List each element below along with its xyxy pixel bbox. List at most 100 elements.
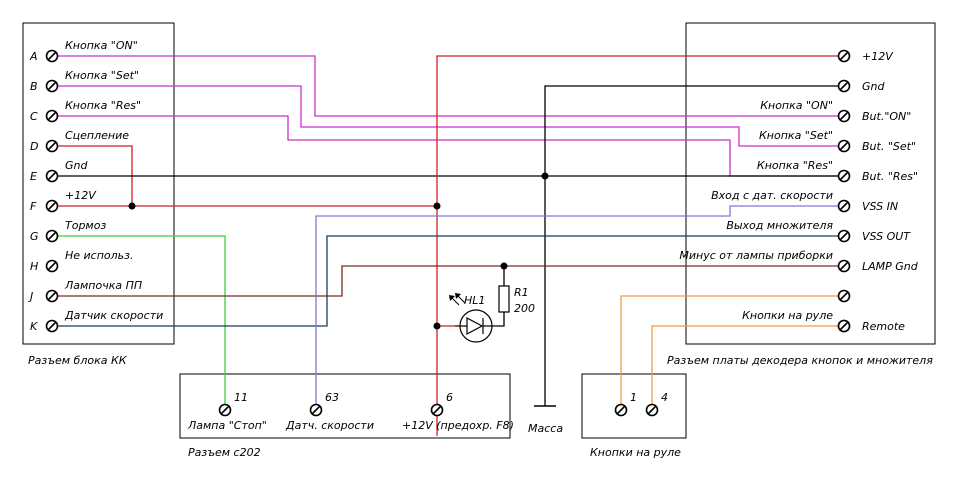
kk-pin-terminal-icon: [45, 199, 59, 213]
decoder-pin-terminal-icon: [837, 199, 851, 213]
decoder-pin-terminal-icon: [837, 49, 851, 63]
resistor-value: 200: [514, 302, 535, 315]
c202-pin-label: +12V (предохр. F8): [402, 419, 514, 432]
decoder-pin-inner-label: Выход множителя: [726, 219, 833, 232]
junction-12v-main: [433, 202, 441, 210]
c202-pin-number: 11: [234, 391, 248, 404]
junction-lamp: [500, 262, 508, 270]
kk-pin-letter: C: [30, 110, 38, 123]
c202-connector-box: [179, 373, 511, 439]
c202-pin-number: 63: [325, 391, 339, 404]
wire-resistor-lower: [497, 312, 505, 327]
decoder-pin-outer-label: VSS OUT: [862, 230, 911, 243]
kk-pin-terminal-icon: [45, 229, 59, 243]
kk-pin-label: Кнопка "Set": [65, 69, 139, 82]
wire-c202-speed: [315, 205, 840, 404]
kk-pin-letter: F: [30, 200, 37, 213]
wheel-pin-number: 1: [630, 391, 637, 404]
decoder-pin-terminal-icon: [837, 79, 851, 93]
kk-pin-terminal-icon: [45, 79, 59, 93]
decoder-pin-outer-label: Remote: [862, 320, 905, 333]
wire-kk-a-to-but-on: [52, 55, 840, 117]
resistor-name: R1: [514, 286, 529, 299]
kk-pin-label: +12V: [65, 189, 97, 202]
decoder-pin-terminal-icon: [837, 319, 851, 333]
kk-pin-letter: E: [30, 170, 37, 183]
kk-pin-terminal-icon: [45, 259, 59, 273]
kk-title: Разъем блока КК: [28, 354, 128, 367]
wire-kk-k-speed: [52, 235, 840, 327]
led-hl1: [449, 293, 497, 343]
decoder-pin-terminal-icon: [837, 229, 851, 243]
wires: [52, 55, 840, 436]
kk-pin-label: Кнопка "ON": [65, 39, 138, 52]
wire-wheel-4: [651, 325, 840, 404]
kk-pin-letter: A: [29, 50, 38, 63]
c202-pin-terminal-icon: [430, 403, 444, 417]
ground-label: Масса: [528, 422, 563, 435]
kk-pin-terminal-icon: [45, 109, 59, 123]
kk-pin-letter: J: [28, 290, 33, 303]
decoder-pin-outer-label: +12V: [862, 50, 894, 63]
kk-pin-terminal-icon: [45, 319, 59, 333]
decoder-pin-inner-label: Кнопки на руле: [742, 309, 833, 322]
decoder-pin-outer-label: But. "Res": [862, 170, 918, 183]
wheel-pin-number: 4: [661, 391, 668, 404]
decoder-pin-terminal-icon: [837, 139, 851, 153]
junction-led: [433, 322, 441, 330]
decoder-pin-inner-label: Вход с дат. скорости: [711, 189, 833, 202]
decoder-pin-outer-label: But. "Set": [862, 140, 916, 153]
kk-pin-letter: B: [30, 80, 38, 93]
kk-pin-label: Кнопка "Res": [65, 99, 141, 112]
wire-12v-trunk: [436, 55, 840, 436]
led-name: HL1: [464, 294, 485, 307]
kk-connector-box: [22, 22, 175, 345]
wheel-title: Кнопки на руле: [590, 446, 681, 459]
wire-kk-c-to-but-res: [52, 115, 840, 177]
decoder-pin-outer-label: VSS IN: [862, 200, 898, 213]
wire-kk-j-lamp: [52, 265, 840, 297]
decoder-pin-outer-label: LAMP Gnd: [862, 260, 919, 273]
kk-pin-label: Лампочка ПП: [64, 279, 142, 292]
wire-kk-b-to-but-set: [52, 85, 840, 147]
decoder-pin-inner-label: Кнопка "Set": [759, 129, 833, 142]
junction-clutch-12v: [128, 202, 136, 210]
decoder-pin-inner-label: Минус от лампы приборки: [679, 249, 833, 262]
c202-pin-label: Лампа "Стоп": [187, 419, 267, 432]
c202-pin-label: Датч. скорости: [285, 419, 374, 432]
wheel-buttons-box: [581, 373, 687, 439]
wire-ground-trunk: [544, 85, 840, 406]
decoder-pin-outer-label: But."ON": [862, 110, 911, 123]
decoder-pin-terminal-icon: [837, 289, 851, 303]
decoder-pin-outer-label: Gnd: [862, 80, 885, 93]
kk-pin-terminal-icon: [45, 169, 59, 183]
wheel-pin-terminal-icon: [645, 403, 659, 417]
decoder-connector-box: [685, 22, 936, 345]
decoder-pin-terminal-icon: [837, 259, 851, 273]
wire-wheel-1: [620, 295, 840, 404]
junction-gnd: [541, 172, 549, 180]
wheel-pin-terminal-icon: [614, 403, 628, 417]
wire-kk-g-brake: [52, 235, 226, 404]
kk-pin-letter: D: [30, 140, 38, 153]
c202-pin-number: 6: [446, 391, 453, 404]
kk-pin-label: Gnd: [65, 159, 88, 172]
resistor-r1: [498, 285, 510, 313]
kk-pin-terminal-icon: [45, 289, 59, 303]
kk-pin-terminal-icon: [45, 139, 59, 153]
decoder-pin-terminal-icon: [837, 109, 851, 123]
kk-pin-letter: G: [30, 230, 39, 243]
kk-pin-terminal-icon: [45, 49, 59, 63]
junctions: [128, 172, 549, 330]
kk-pin-letter: H: [30, 260, 38, 273]
kk-pin-letter: K: [30, 320, 38, 333]
kk-pin-label: Датчик скорости: [64, 309, 163, 322]
c202-title: Разъем c202: [188, 446, 261, 459]
c202-pin-terminal-icon: [218, 403, 232, 417]
c202-pin-terminal-icon: [309, 403, 323, 417]
